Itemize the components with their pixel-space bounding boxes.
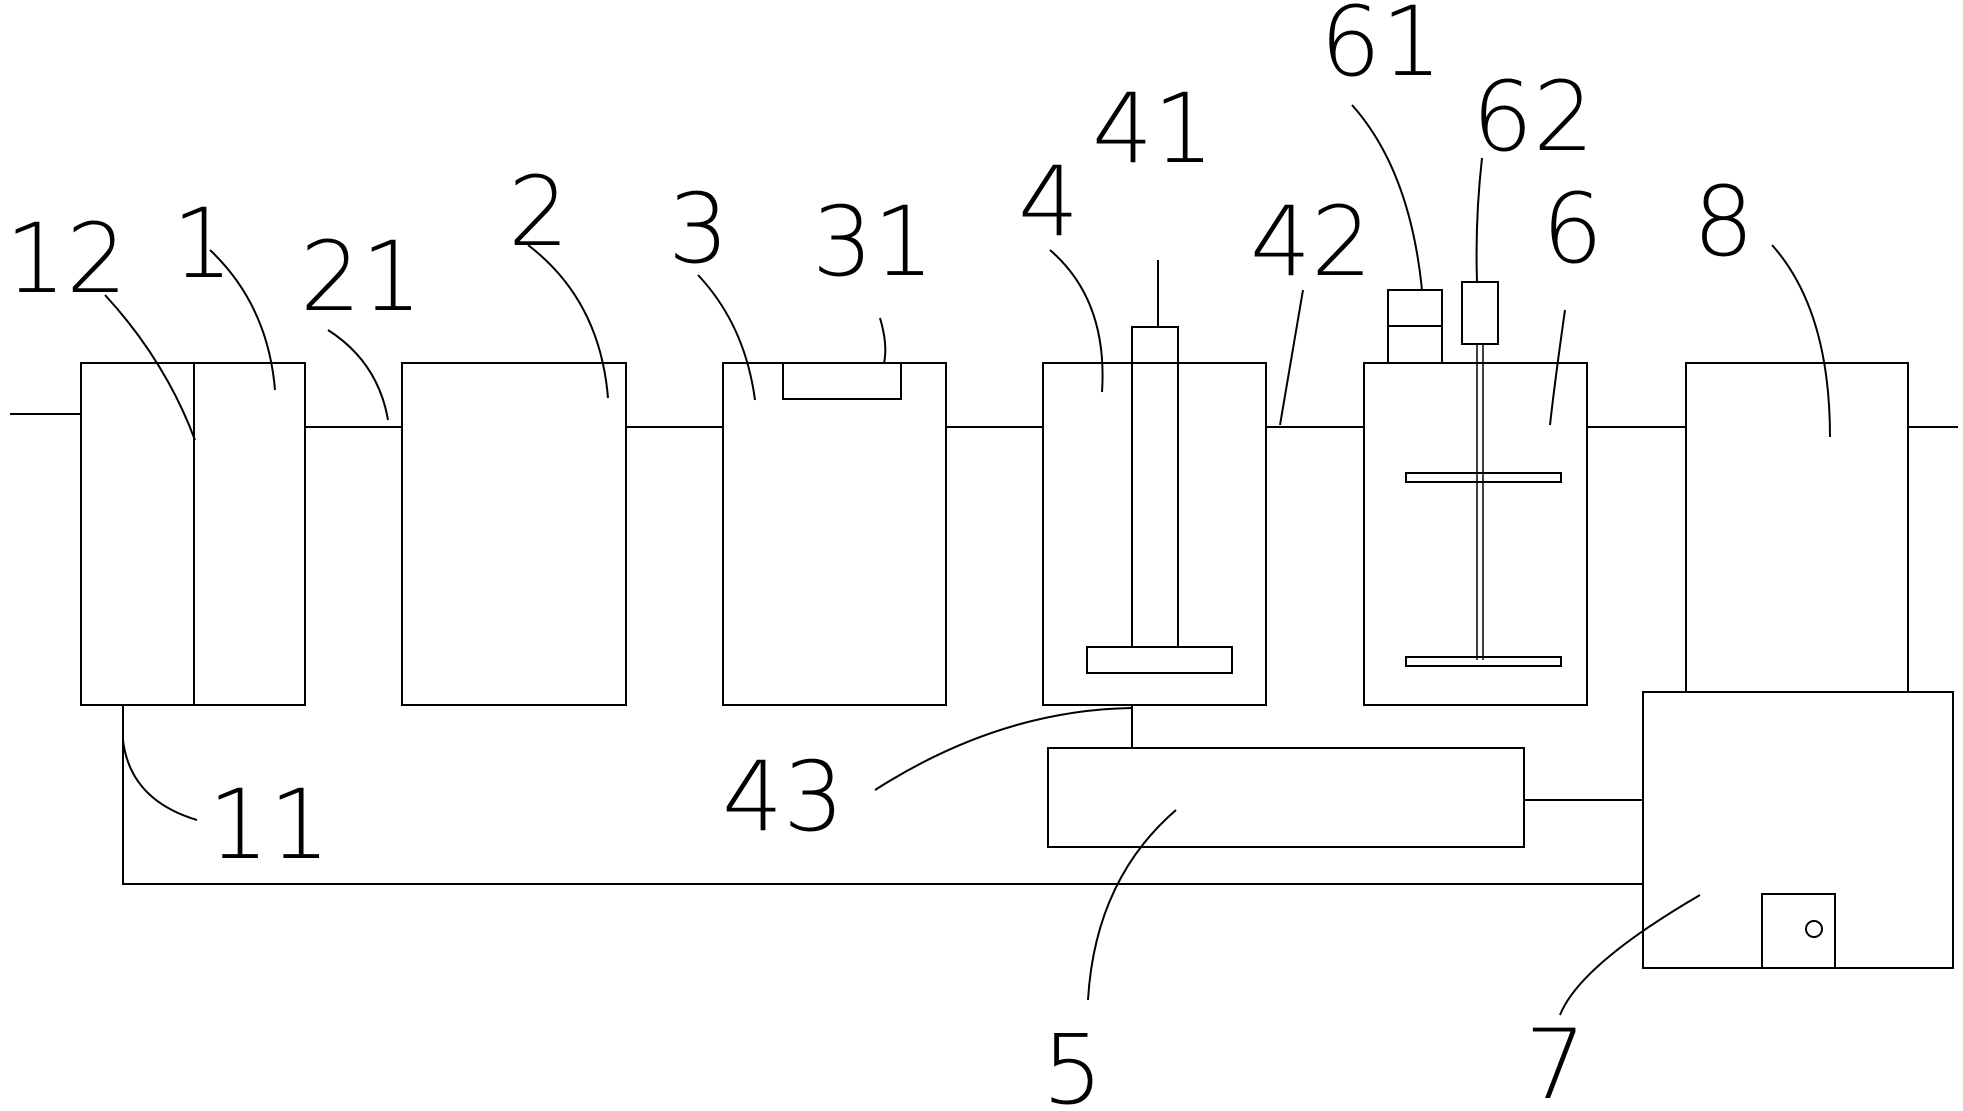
label-2: 2 xyxy=(508,156,569,268)
element-31 xyxy=(782,362,902,400)
lower-blade xyxy=(1405,656,1562,667)
label-12: 12 xyxy=(5,203,127,315)
label-4: 4 xyxy=(1018,146,1079,258)
label-3: 3 xyxy=(668,173,729,285)
label-31: 31 xyxy=(812,186,934,298)
unit-7 xyxy=(1642,691,1954,969)
label-62: 62 xyxy=(1472,61,1594,173)
label-42: 42 xyxy=(1250,186,1372,298)
upper-blade xyxy=(1405,472,1562,483)
unit-8 xyxy=(1685,362,1909,693)
unit-3 xyxy=(722,362,947,706)
label-43: 43 xyxy=(722,741,844,853)
impeller-plate xyxy=(1086,646,1233,674)
reference-labels: 12 1 21 2 3 31 4 41 42 61 62 6 8 11 43 5… xyxy=(5,0,1754,1111)
pump-circle xyxy=(1805,920,1823,938)
label-5: 5 xyxy=(1042,1014,1103,1111)
main-pipe xyxy=(10,413,1958,428)
unit-2 xyxy=(401,362,627,706)
unit-1 xyxy=(80,362,306,706)
label-11: 11 xyxy=(208,769,330,881)
connecting-pipes xyxy=(122,705,1643,885)
leader-lines xyxy=(104,104,1831,1016)
label-61: 61 xyxy=(1320,0,1442,98)
label-6: 6 xyxy=(1542,173,1603,285)
label-7: 7 xyxy=(1525,1009,1586,1111)
label-41: 41 xyxy=(1092,73,1214,185)
pump-box xyxy=(1761,893,1836,969)
label-21: 21 xyxy=(300,221,422,333)
unit-5 xyxy=(1047,747,1525,848)
unit-4 xyxy=(1042,326,1267,706)
unit-6 xyxy=(1363,281,1588,706)
label-1: 1 xyxy=(172,188,233,300)
label-8: 8 xyxy=(1693,166,1754,278)
element-41 xyxy=(1131,326,1179,648)
element-62 xyxy=(1461,281,1499,345)
